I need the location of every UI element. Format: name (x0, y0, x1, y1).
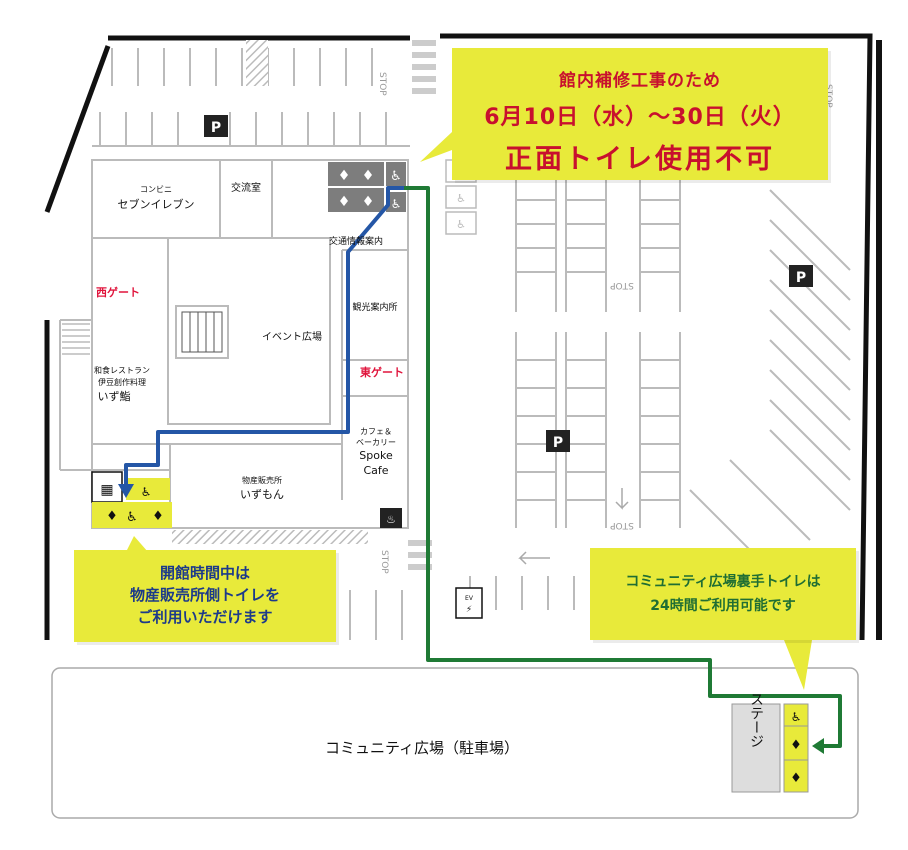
parking-icon-1 (204, 115, 228, 137)
left-callout-line-1: 開館時間中は (159, 564, 250, 582)
svg-text:♿: ♿ (390, 169, 402, 184)
building (59, 159, 409, 529)
stage-label: ステージ (748, 692, 764, 748)
svg-text:EV: EV (465, 595, 474, 602)
right-callout-line-1: コミュニティ広場裏手トイレは (625, 574, 821, 590)
smoking-area-sign: ♨ (380, 508, 402, 528)
svg-text:♦: ♦ (152, 509, 164, 524)
shop-toilet-callout: 開館時間中は 物産販売所側トイレを ご利用いただけます (74, 550, 336, 642)
hatched-walkway (172, 530, 368, 544)
left-callout-line-2: 物産販売所側トイレを (129, 586, 280, 604)
convenience-store-label: セブンイレブン (118, 197, 195, 211)
svg-text:▦: ▦ (100, 482, 113, 498)
event-plaza-label: イベント広場 (262, 330, 322, 343)
svg-text:♦: ♦ (790, 771, 802, 786)
notice-line-3: 正面トイレ使用不可 (505, 144, 775, 175)
restaurant-label-2: 伊豆創作料理 (98, 377, 146, 387)
svg-text:♿: ♿ (456, 218, 466, 231)
stop-marking-4: STOP (610, 520, 634, 530)
notice-pointer (420, 132, 452, 162)
ev-charging-sign: EV ⚡ (455, 587, 483, 619)
hatched-zone-top (246, 40, 268, 86)
shop-toilets: ▦ ♦ ♿ ♦ ♿ (91, 471, 172, 528)
road-arrows (518, 488, 629, 565)
svg-text:⚡: ⚡ (466, 605, 472, 615)
site-boundary (44, 33, 873, 641)
stop-marking-5: STOP (379, 550, 389, 574)
parking-rows-right (515, 180, 681, 528)
notice-line-2: 6月10日（水）～30日（火） (484, 105, 796, 130)
parking-icon-2 (789, 265, 813, 287)
left-callout-pointer (126, 536, 148, 552)
parking-icon-3 (546, 430, 570, 452)
community-plaza-area (51, 667, 859, 819)
convenience-store-small-label: コンビニ (140, 185, 172, 194)
parking-label-2: P (796, 270, 806, 286)
left-callout-line-3: ご利用いただけます (137, 608, 273, 626)
svg-text:♦: ♦ (338, 194, 351, 210)
shop-name-label: いずもん (240, 488, 284, 501)
crosswalk-top (412, 40, 436, 94)
stop-marking-3: STOP (610, 280, 634, 290)
svg-text:♦: ♦ (790, 738, 802, 753)
construction-notice: 館内補修工事のため 6月10日（水）～30日（火） 正面トイレ使用不可 (452, 48, 828, 180)
front-toilets: ♦ ♦ ♦ ♦ ♿ ♿ (328, 162, 406, 212)
stop-marking-1: STOP (377, 72, 387, 96)
rear-toilet-callout: コミュニティ広場裏手トイレは 24時間ご利用可能です (590, 548, 856, 640)
green-route-arrowhead (812, 738, 824, 754)
east-gate-label: 東ゲート (360, 365, 404, 379)
stairs-center (181, 311, 223, 353)
east-wall (876, 40, 882, 640)
parking-label-1: P (211, 120, 221, 136)
stop-marking-2: STOP (823, 84, 833, 108)
svg-text:♦: ♦ (338, 168, 351, 184)
blue-route (124, 186, 404, 486)
blue-route-arrowhead (118, 484, 134, 498)
svg-text:♦: ♦ (106, 509, 118, 524)
svg-text:♿: ♿ (456, 192, 466, 205)
notice-line-1: 館内補修工事のため (559, 71, 721, 91)
green-route (404, 186, 842, 748)
crosswalk-bottom (408, 540, 432, 570)
svg-text:♿: ♿ (391, 197, 402, 211)
exchange-room-label: 交流室 (231, 181, 261, 194)
svg-text:♿: ♿ (141, 485, 152, 499)
parking-diagonal-right (689, 189, 851, 571)
svg-text:♿: ♿ (791, 710, 802, 724)
svg-text:♿: ♿ (126, 510, 138, 525)
shop-small-label: 物産販売所 (242, 475, 282, 485)
restaurant-label-1: 和食レストラン (94, 365, 150, 375)
tourist-info-label: 観光案内所 (352, 301, 397, 313)
traffic-info-label: 交通情報案内 (329, 235, 383, 247)
right-callout-pointer (784, 640, 812, 690)
cafe-label-1: カフェ＆ (360, 427, 392, 436)
right-callout-line-2: 24時間ご利用可能です (650, 598, 796, 614)
stairs-west (62, 323, 90, 355)
cafe-label-3: Spoke (359, 449, 393, 462)
svg-text:♦: ♦ (362, 194, 375, 210)
parking-label-3: P (553, 435, 563, 451)
svg-text:♨: ♨ (386, 513, 396, 526)
west-gate-label: 西ゲート (96, 285, 140, 299)
stage-toilets: ♿ ♦ ♦ (731, 703, 809, 793)
community-plaza-label: コミュニティ広場（駐車場） (325, 739, 519, 757)
cafe-label-2: ベーカリー (356, 438, 396, 447)
svg-text:♦: ♦ (362, 168, 375, 184)
restaurant-name-label: いず鮨 (98, 389, 131, 403)
cafe-label-4: Cafe (363, 464, 388, 477)
